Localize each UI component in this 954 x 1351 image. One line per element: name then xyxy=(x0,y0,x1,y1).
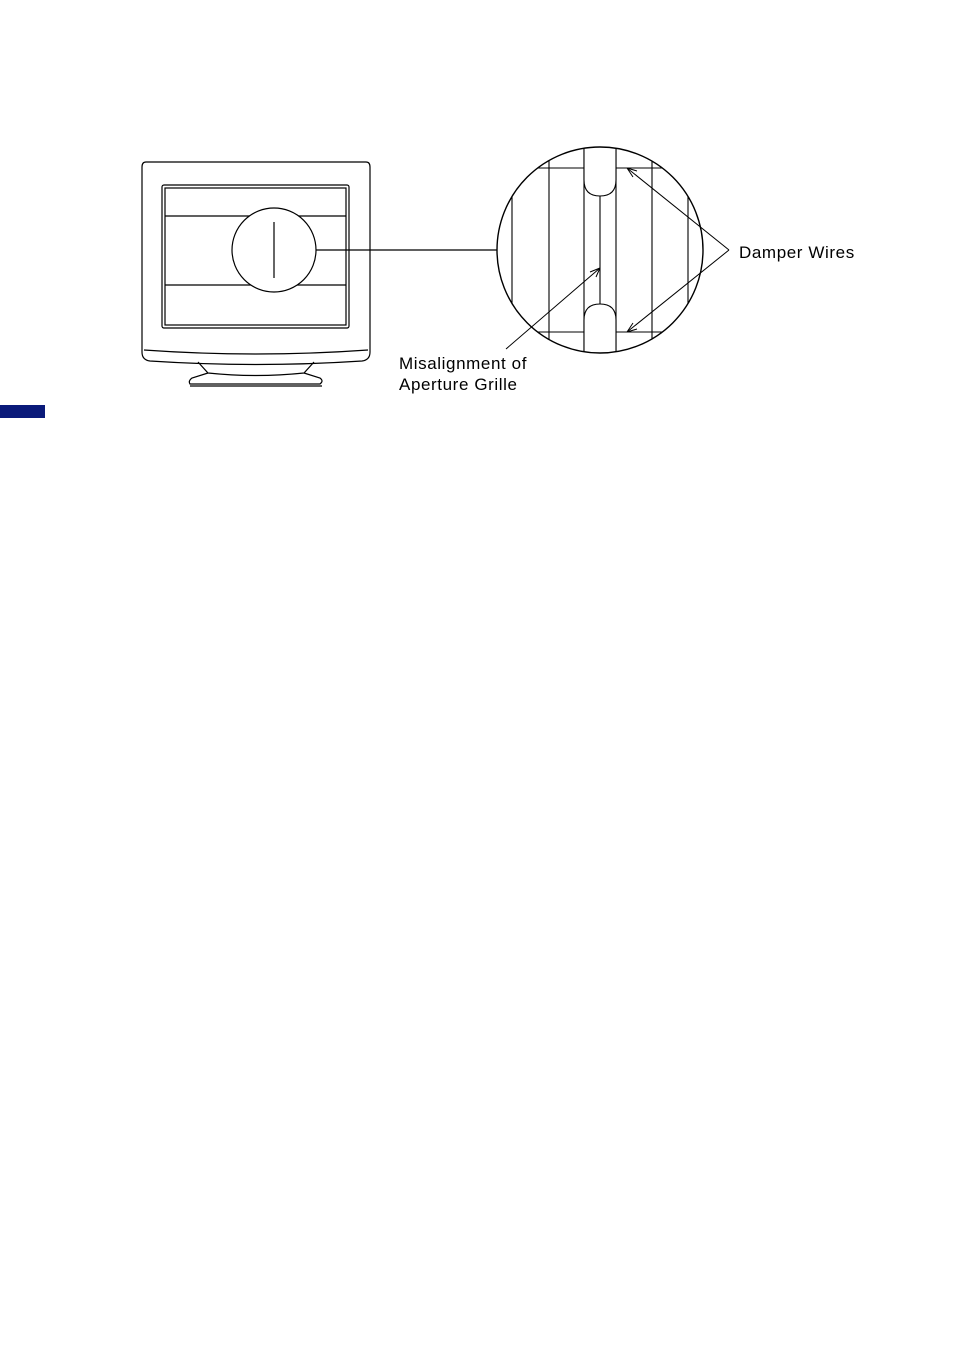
misalignment-label-line1: Misalignment of xyxy=(399,354,527,373)
monitor-illustration xyxy=(142,162,370,386)
grille-gap-bottom xyxy=(584,304,616,360)
monitor-bezel-lower-edge xyxy=(144,350,368,354)
zoom-detail xyxy=(490,140,710,360)
aperture-grille-diagram: Damper Wires Misalignment of Aperture Gr… xyxy=(0,0,954,420)
grille-gap-top xyxy=(584,140,616,196)
damper-wires-label: Damper Wires xyxy=(739,243,855,262)
damper-wires-pointers xyxy=(627,168,729,332)
monitor-base xyxy=(189,373,322,384)
misalignment-label-line2: Aperture Grille xyxy=(399,375,518,394)
